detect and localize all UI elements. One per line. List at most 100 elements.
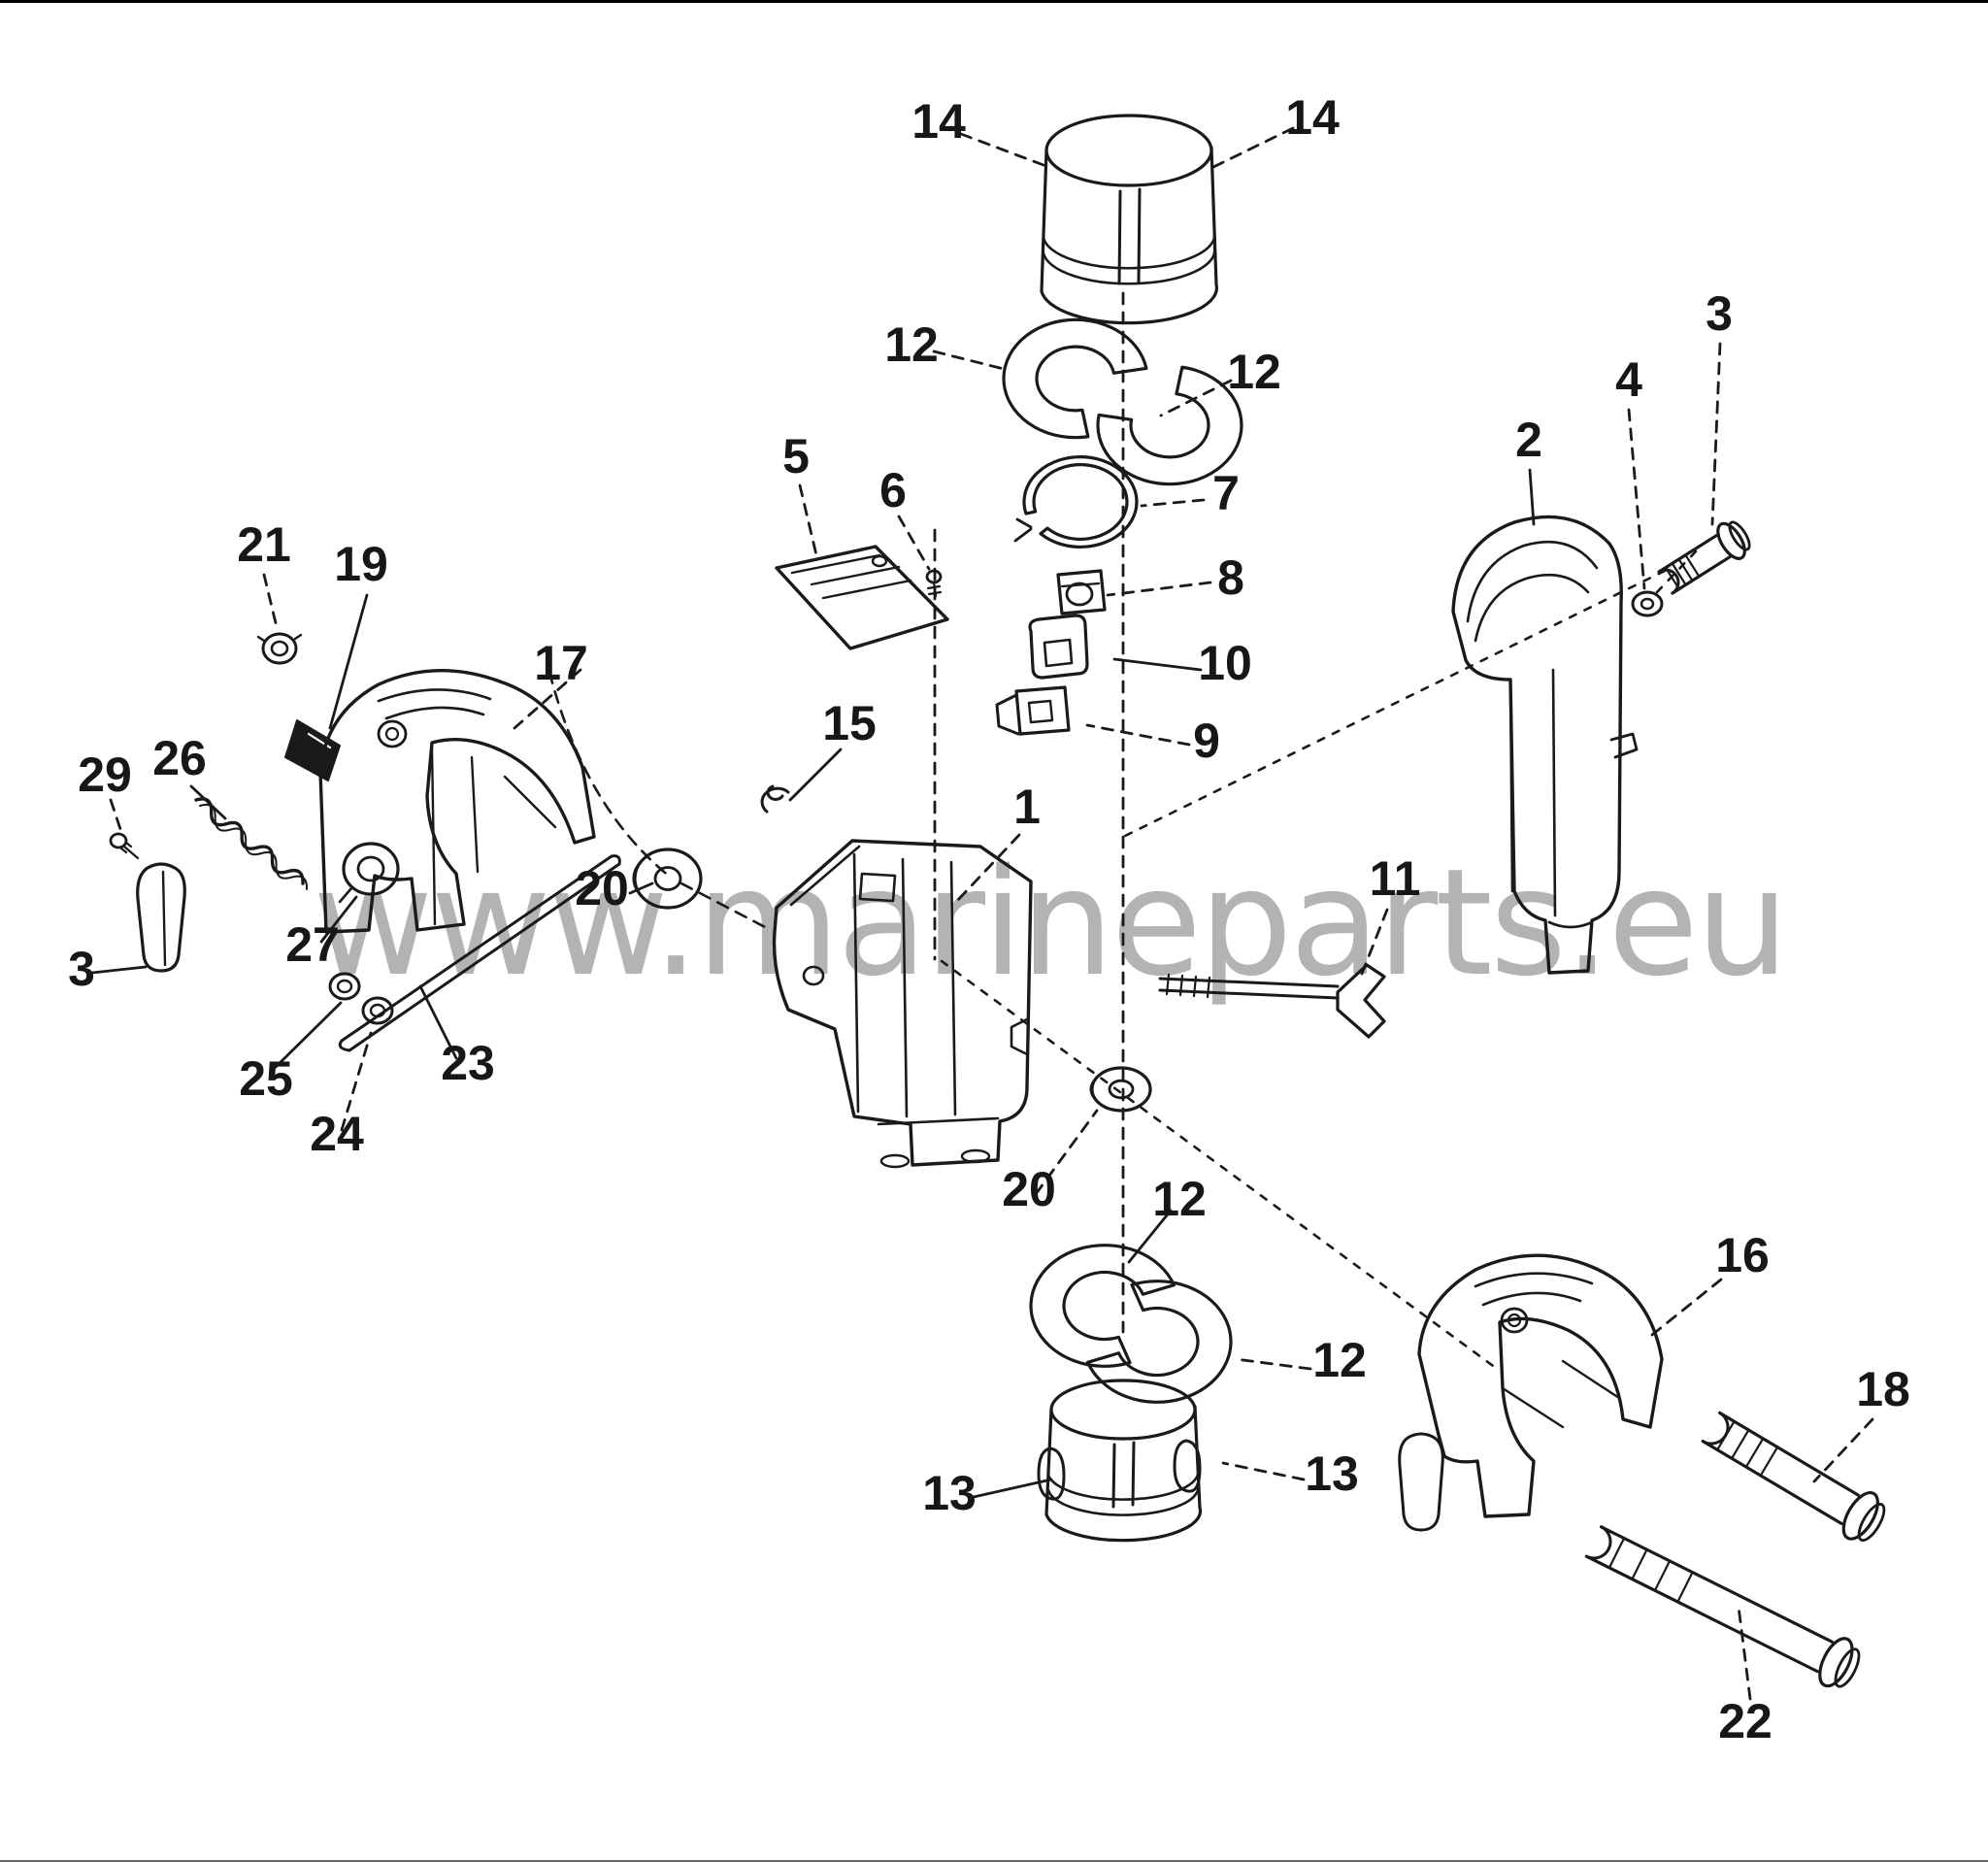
- part-14-split-bushing-sleeve: [1117, 189, 1122, 285]
- part-label-16-20: 16: [1715, 1228, 1770, 1282]
- leader-line-11: [1710, 342, 1722, 526]
- part-16-stern-bracket: [1500, 1307, 1529, 1334]
- leader-line-20: [1360, 908, 1389, 976]
- leader-line-18: [788, 748, 843, 802]
- leader-line-8: [897, 515, 931, 571]
- part-16-stern-bracket: [1501, 1359, 1621, 1429]
- leader-line-17: [109, 798, 124, 837]
- part-21-nut: [261, 632, 298, 665]
- part-13-clamp-sleeve: [1046, 1482, 1200, 1516]
- leader-line-10: [1528, 468, 1536, 526]
- part-22-clamp-bolt: [1653, 1559, 1672, 1592]
- part-17-stern-bracket: [384, 726, 400, 742]
- swivel-axis-curve: [547, 670, 771, 931]
- leader-line-0: [959, 132, 1045, 167]
- part-label-14-17: 14: [911, 94, 966, 149]
- part-25-washer: [336, 979, 353, 994]
- part-27-grommet: [338, 886, 353, 904]
- part-5-friction-plate: [871, 554, 888, 568]
- part-label-11-10: 11: [1370, 851, 1421, 906]
- part-14-split-bushing-sleeve: [1042, 230, 1216, 270]
- part-label-18-22: 18: [1856, 1362, 1910, 1416]
- part-2-clamp-bracket: [1508, 668, 1557, 917]
- leader-line-33: [1737, 1605, 1752, 1701]
- part-13-clamp-sleeve: [1173, 1439, 1202, 1493]
- leader-line-7: [1085, 723, 1191, 747]
- part-18-clamp-bolt: [1744, 1437, 1765, 1469]
- leader-line-14: [262, 573, 280, 633]
- part-label-3-2: 3: [1706, 286, 1733, 341]
- part-18-clamp-bolt: [1718, 1411, 1860, 1497]
- part-label-3-34: 3: [68, 942, 95, 996]
- part-label-5-4: 5: [782, 429, 810, 483]
- leader-line-31: [1650, 1278, 1723, 1337]
- part-21-nut: [270, 640, 289, 657]
- part-26-spring: [199, 803, 309, 890]
- leader-line-24: [340, 1031, 373, 1132]
- part-label-24-29: 24: [310, 1107, 364, 1161]
- leader-line-22: [319, 895, 358, 944]
- part-3-bolt: [1671, 555, 1732, 595]
- part-1-swivel-bracket: [858, 872, 897, 903]
- part-9-clip: [1014, 685, 1071, 736]
- part-label-10-9: 10: [1198, 636, 1252, 690]
- part-label-27-32: 27: [285, 917, 340, 972]
- top-border-rule: [0, 0, 1988, 3]
- part-3-bolt: [1677, 557, 1694, 582]
- part-18-clamp-bolt: [1701, 1440, 1843, 1525]
- part-label-20-24: 20: [575, 861, 629, 915]
- part-12-bearing-half-lower-right: [1085, 1280, 1233, 1404]
- part-3-bolt: [1684, 553, 1701, 578]
- leader-line-12: [1627, 408, 1646, 590]
- part-17-stern-bracket: [377, 719, 408, 748]
- part-27-grommet: [356, 855, 385, 882]
- part-22-clamp-bolt: [1676, 1571, 1694, 1604]
- part-16-stern-bracket: [1507, 1313, 1522, 1328]
- part-label-29-33: 29: [78, 748, 132, 802]
- part-12-bearing-half-lower-left: [1029, 1244, 1176, 1368]
- part-4-washer: [1640, 597, 1655, 611]
- part-7-retaining-ring: [1022, 455, 1139, 549]
- part-label-21-26: 21: [237, 517, 291, 572]
- part-1-swivel-bracket: [802, 965, 825, 986]
- part-22-clamp-bolt: [1834, 1647, 1861, 1688]
- part-18-clamp-bolt: [1857, 1502, 1886, 1543]
- part-14-split-bushing-sleeve: [1040, 283, 1219, 325]
- part-label-4-3: 4: [1615, 352, 1642, 407]
- part-18-clamp-bolt: [1716, 1420, 1736, 1451]
- part-3-bolt: [1716, 521, 1746, 560]
- part-22-clamp-bolt: [1818, 1637, 1854, 1688]
- leader-line-6: [1112, 657, 1203, 672]
- part-9-clip: [995, 693, 1020, 736]
- part-3-bolt: [1657, 534, 1718, 574]
- part-1-swivel-bracket: [789, 845, 957, 1118]
- part-2-clamp-bracket: [1451, 515, 1623, 975]
- part-22-clamp-bolt: [1584, 1554, 1819, 1674]
- part-label-9-8: 9: [1193, 714, 1220, 768]
- part-12-bearing-half-upper-left: [1002, 317, 1148, 440]
- part-label-26-31: 26: [152, 731, 207, 785]
- part-26-spring: [194, 797, 305, 885]
- part-13-clamp-sleeve: [1111, 1443, 1116, 1509]
- part-14-split-bushing-sleeve: [1044, 114, 1213, 187]
- leader-line-25: [418, 984, 458, 1060]
- part-19-cam-latch: [284, 719, 341, 781]
- leader-line-23: [273, 1001, 343, 1070]
- leader-line-1: [1208, 126, 1295, 171]
- part-22-clamp-bolt: [1631, 1548, 1648, 1580]
- part-2-clamp-bracket: [1466, 540, 1599, 643]
- part-label-14-18: 14: [1285, 90, 1340, 145]
- part-1-swivel-bracket: [772, 839, 1033, 1167]
- part-18-clamp-bolt: [1730, 1428, 1750, 1460]
- part-label-13-15: 13: [922, 1466, 977, 1520]
- part-25-washer: [328, 972, 361, 1001]
- part-13-clamp-sleeve: [1049, 1379, 1197, 1441]
- part-15-clip: [760, 784, 790, 814]
- part-11-shift-bolt: [1165, 973, 1211, 999]
- leader-line-26: [1034, 1109, 1099, 1196]
- part-20-washer-lower: [1090, 1066, 1152, 1113]
- part-17-stern-bracket: [377, 688, 492, 720]
- part-27-grommet: [342, 842, 400, 896]
- part-1-swivel-bracket: [879, 1153, 911, 1169]
- part-13-clamp-sleeve: [1037, 1446, 1066, 1501]
